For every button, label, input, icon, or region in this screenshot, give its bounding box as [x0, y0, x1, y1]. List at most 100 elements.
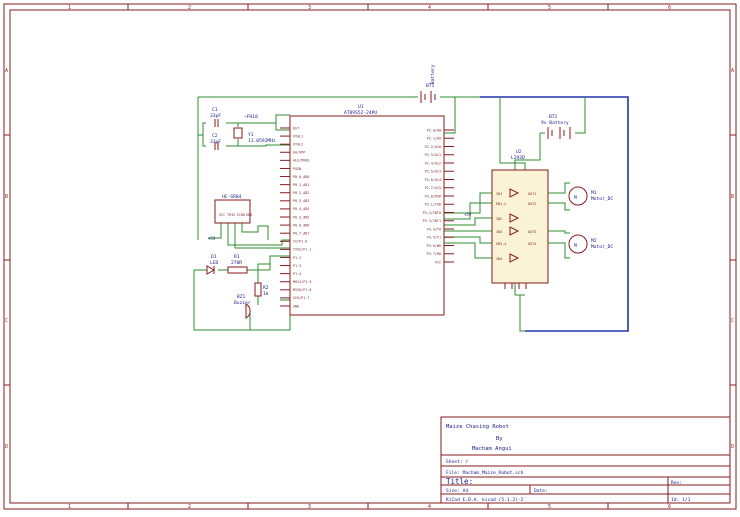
bt2-value: 9v Battery — [541, 120, 569, 126]
m1-glyph: M — [574, 195, 577, 201]
u1-right-pin-label: P2.5/A13 — [425, 170, 441, 174]
y1-crystal-symbol — [233, 127, 243, 139]
u1-right-pin-label: P3.4/T0 — [427, 227, 441, 231]
file-label: File: Macham_Maize_Robot.sch — [446, 470, 524, 476]
u1-left-pin-label: ALE/PROG — [293, 159, 309, 163]
title-label: Title: — [446, 477, 473, 486]
inner-frame — [9, 9, 731, 504]
m1-motor-symbol — [568, 186, 588, 206]
border-bottom-1: 1 — [68, 504, 71, 510]
u1-left-pin-label: GND — [293, 304, 299, 308]
u2-pin-en12: EN1,2 — [496, 202, 506, 206]
battery-bt2: BT2 9v Battery — [541, 114, 571, 139]
motor-m1: M M1 Motor_DC — [568, 186, 613, 206]
power-bus-wires — [480, 96, 629, 332]
ultrasonic-sensor: HC-SR04 VCC TRIG ECHO GND +5V — [208, 194, 252, 241]
u1-left-pin-label: SCK/P1.7 — [293, 296, 309, 300]
r1-ref: R1 — [234, 254, 240, 260]
u1-right-pin-label: P2.4/A12 — [425, 161, 441, 165]
u2-pin-out4: OUT4 — [528, 242, 536, 246]
battery-bt1: BT1 Battery — [420, 64, 436, 103]
project-author: Macham Angui — [472, 446, 512, 452]
border-bottom-5: 5 — [548, 504, 551, 510]
border-left-c: C — [5, 318, 8, 324]
m2-ref: M2 — [591, 238, 597, 244]
sensor-pin-gnd: GND — [246, 213, 252, 217]
bt1-value: Battery — [430, 64, 436, 84]
u1-right-pins: P2.0/A8P2.1/A9P2.2/A10P2.3/A11P2.4/A12P2… — [423, 128, 454, 264]
u1-right-pin-label: P3.3/INT1 — [423, 219, 441, 223]
title-block: Maize Chasing Robot By Macham Angui Shee… — [440, 416, 731, 504]
size-label: Size: A4 — [446, 488, 468, 494]
u1-left-pin-label: PSEN — [293, 167, 301, 171]
buzzer-section: R2 1k BZ1 Buzzer — [234, 282, 269, 319]
u1-microcontroller: U1 AT89S52-24PU RSTXTAL1XTAL2EA/VPPALE/P… — [280, 104, 454, 316]
u1-ref: U1 — [358, 104, 364, 110]
u1-left-pin-label: XTAL2 — [293, 142, 303, 146]
u1-left-pin-label: MOSI/P1.5 — [293, 280, 311, 284]
u1-right-pin-label: P2.6/A14 — [425, 178, 441, 182]
u1-left-pin-label: P0.2_AD2 — [293, 191, 309, 195]
border-right-b: B — [731, 194, 734, 200]
border-zone-markers: 1 2 3 4 5 6 1 2 3 4 5 6 A B C D A B C D — [4, 4, 736, 510]
border-left-d: D — [5, 444, 8, 450]
u2-body — [491, 169, 549, 284]
sensor-pin-echo: ECHO — [237, 213, 245, 217]
u2-buffer-3 — [509, 226, 520, 236]
date-label: Date: — [534, 488, 548, 494]
c1-value: 33pF — [210, 113, 221, 119]
m2-glyph: M — [574, 243, 577, 249]
u1-left-pin-label: P1.3 — [293, 264, 301, 268]
m1-ref: M1 — [591, 190, 597, 196]
border-top-5: 5 — [548, 5, 551, 11]
y1-ref: Y1 — [248, 132, 254, 138]
sensor-pin-trig: TRIG — [227, 213, 235, 217]
border-top-6: 6 — [668, 5, 671, 11]
outer-frame — [3, 3, 737, 510]
u2-pin-in1: IN1 — [496, 192, 502, 196]
u2-value: L293D — [511, 155, 525, 161]
border-bottom-6: 6 — [668, 504, 671, 510]
id-label: Id: 1/1 — [671, 497, 691, 503]
title-block-frame — [440, 416, 731, 504]
u2-pin-out1: OUT1 — [528, 192, 536, 196]
u1-left-pin-label: P1.4 — [293, 272, 301, 276]
project-by: By — [496, 436, 503, 442]
u2-vcc-label: +5V — [464, 212, 472, 217]
r1-resistor-symbol — [227, 266, 248, 274]
u2-pin-in4: IN4 — [496, 257, 502, 261]
bz1-value: Buzzer — [234, 300, 251, 306]
border-bottom-2: 2 — [188, 504, 191, 510]
u1-right-pin-label: P2.2/A10 — [425, 145, 441, 149]
border-bottom-3: 3 — [308, 504, 311, 510]
u1-left-pin-label: P0.0_AD0 — [293, 175, 309, 179]
border-left-a: A — [5, 68, 8, 74]
u2-motor-driver: U2 L293D IN1 EN1,2 IN2 IN3 EN3,4 IN4 OUT… — [464, 149, 549, 289]
border-right-a: A — [731, 68, 734, 74]
u1-left-pin-label: P0.3_AD3 — [293, 199, 309, 203]
border-top-2: 2 — [188, 5, 191, 11]
u1-right-pin-label: VCC — [435, 260, 441, 264]
u1-left-pin-label: P1.2 — [293, 256, 301, 260]
u1-left-pin-label: EA/VPP — [293, 151, 305, 155]
border-left-b: B — [5, 194, 8, 200]
crystal-section: C1 33pF C2 33pF Y1 11.0592MHz ~FH18 — [210, 107, 276, 150]
u1-left-pin-label: XTAL1 — [293, 134, 303, 138]
sheet-label: Sheet: / — [446, 459, 468, 465]
d1-ref: D1 — [211, 254, 217, 260]
u1-right-pin-label: P3.0/RXD — [425, 194, 441, 198]
c1-ref: C1 — [212, 107, 218, 113]
u2-buffer-1 — [509, 188, 520, 198]
u1-left-pin-label: RST — [293, 126, 299, 130]
u1-left-pin-label: P0.7_AD7 — [293, 231, 309, 235]
sensor-body — [214, 199, 251, 224]
u1-left-pin-label: T2EX/P1.1 — [293, 248, 311, 252]
c2-ref: C2 — [212, 133, 218, 139]
u1-right-pin-label: P3.7/RD — [427, 252, 441, 256]
u1-right-pin-label: P2.1/A9 — [427, 137, 441, 141]
r2-resistor-symbol — [254, 282, 262, 297]
u1-body — [289, 115, 445, 316]
u2-pin-out2: OUT2 — [528, 202, 536, 206]
